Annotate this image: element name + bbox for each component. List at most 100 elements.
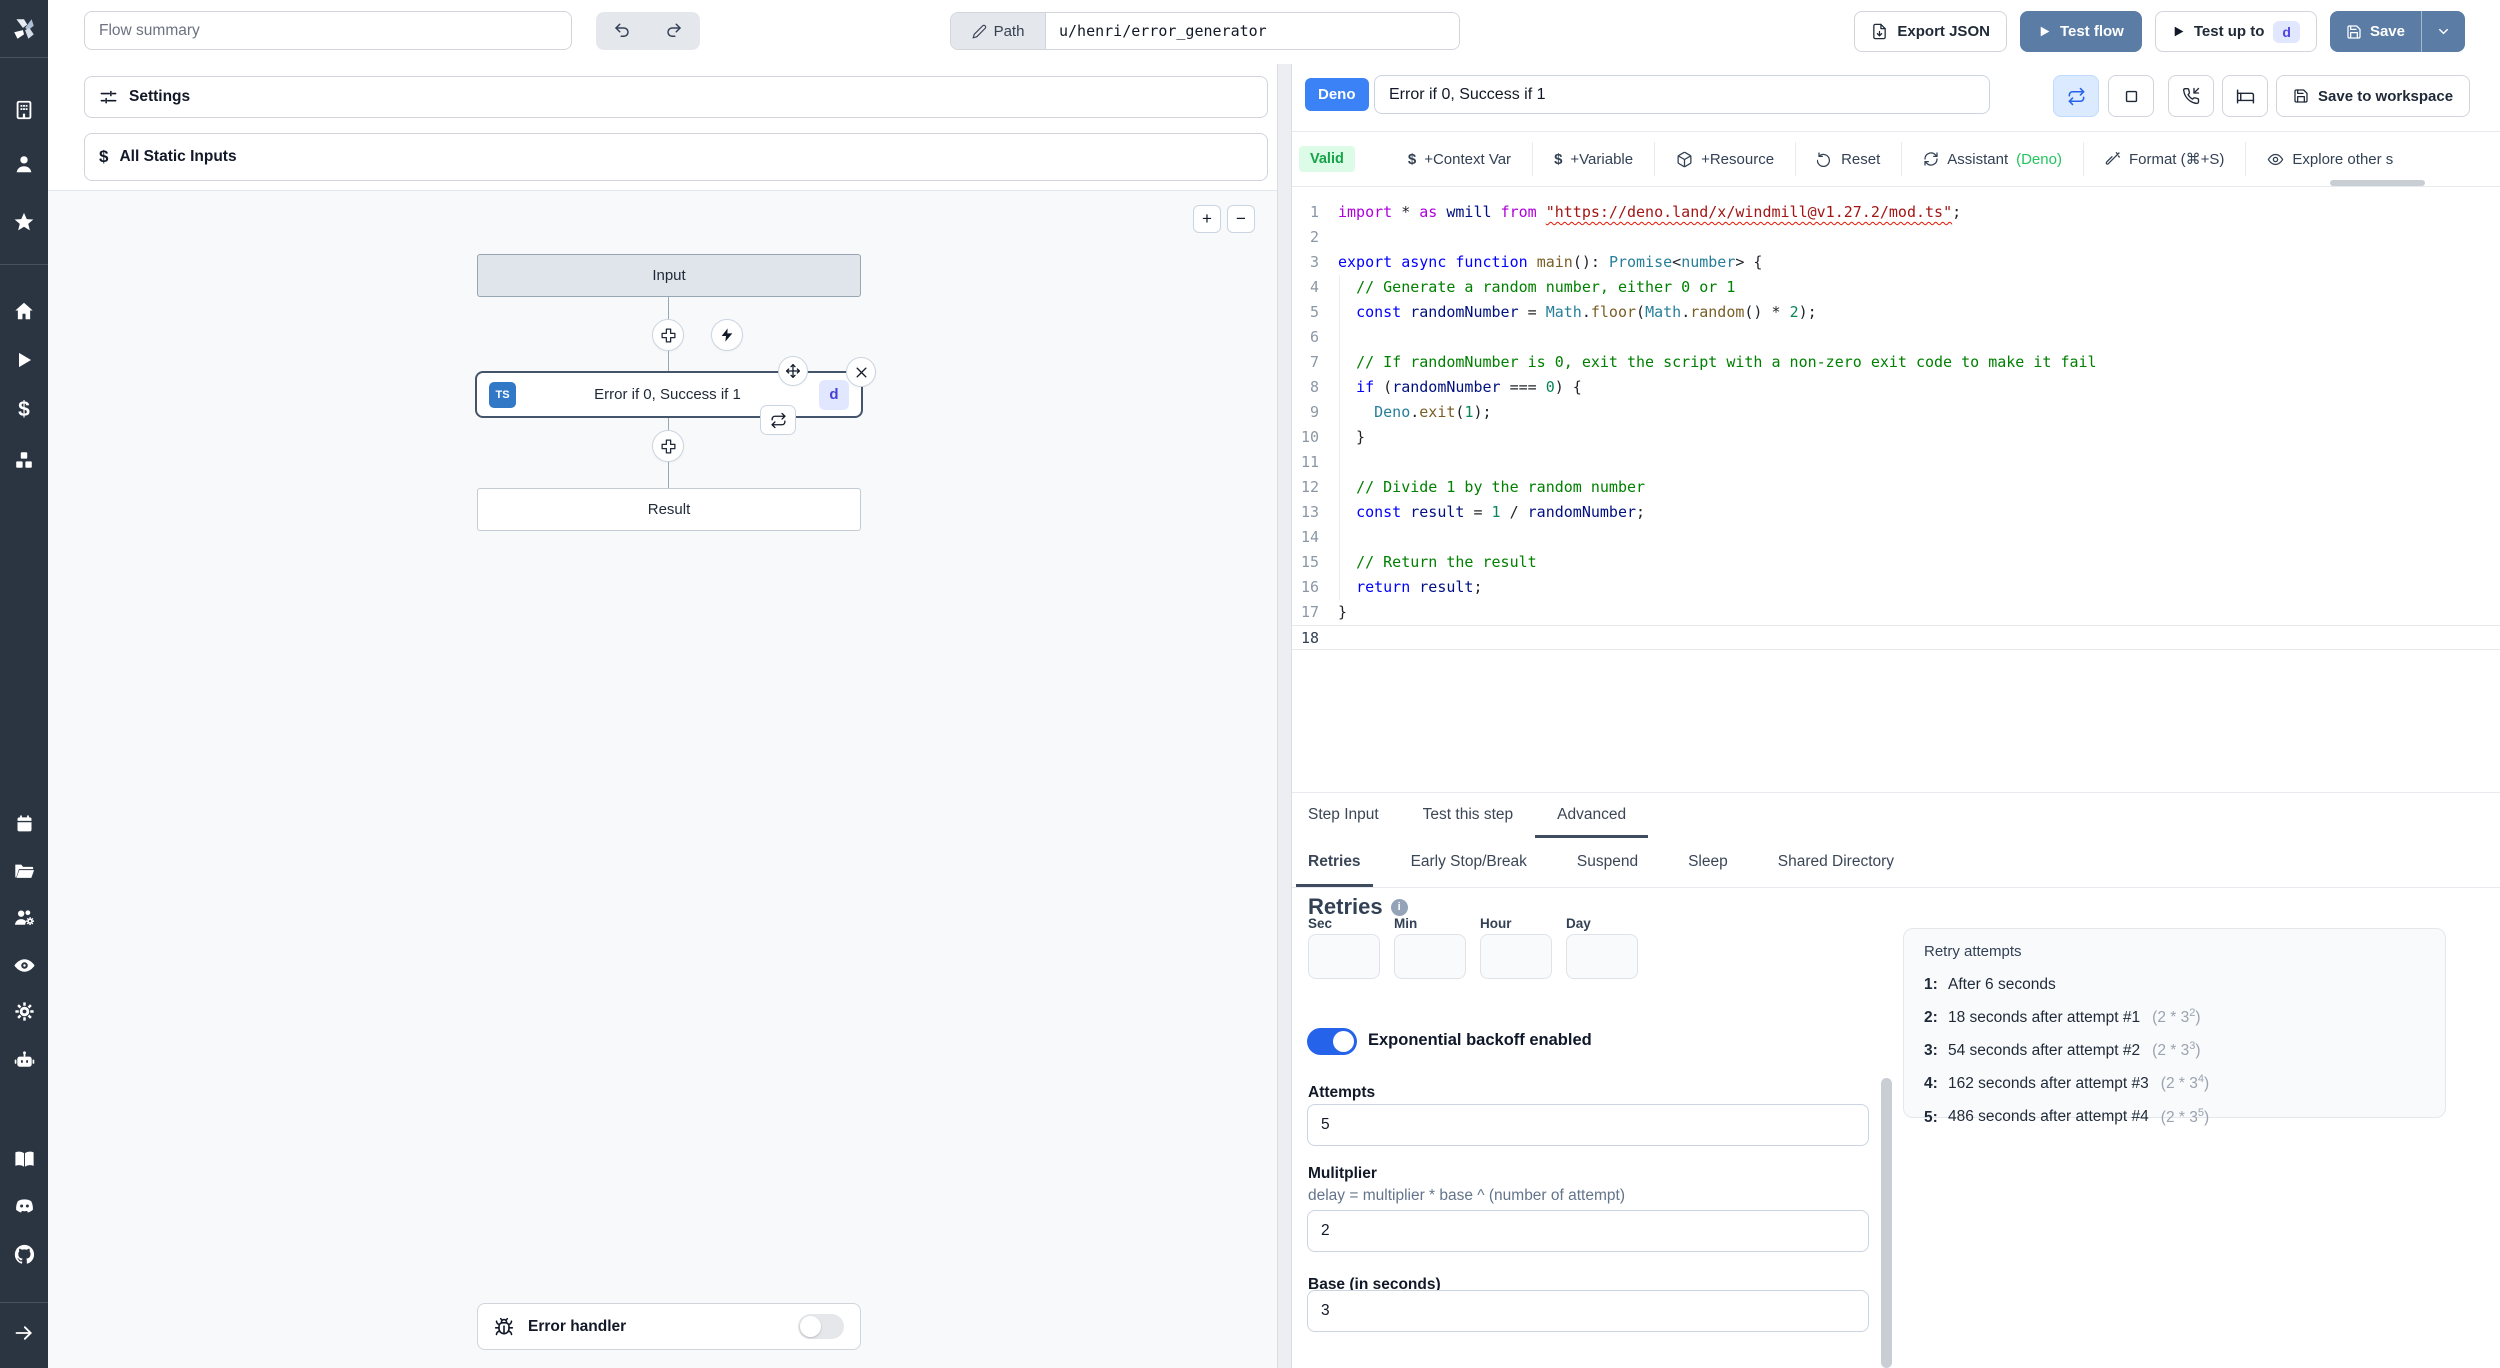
dollar-icon: $: [99, 147, 109, 166]
code-line: 18: [1292, 625, 2500, 650]
path-input[interactable]: [1046, 13, 1459, 49]
assistant-button[interactable]: Assistant (Deno): [1901, 142, 2083, 176]
schedules-calendar-icon[interactable]: [8, 807, 40, 839]
subtab-early-stop[interactable]: Early Stop/Break: [1410, 853, 1527, 870]
settings-gear-icon[interactable]: [8, 995, 40, 1027]
add-step-button[interactable]: [652, 430, 684, 462]
openai-robot-icon[interactable]: [8, 1044, 40, 1076]
workspace-building-icon[interactable]: [8, 94, 40, 126]
add-step-button[interactable]: [652, 319, 684, 351]
variables-dollar-icon[interactable]: $: [18, 398, 30, 421]
explore-scripts-label: Explore other s: [2292, 150, 2394, 168]
add-variable-button[interactable]: $ +Variable: [1532, 142, 1654, 176]
delete-step-button[interactable]: [846, 357, 876, 387]
runs-play-icon[interactable]: [8, 344, 40, 376]
redo-button[interactable]: [648, 12, 700, 50]
paintbrush-icon: [2105, 152, 2120, 165]
flow-canvas[interactable]: + − Input TS Error if 0, Success if 1 d: [48, 190, 1277, 1368]
format-button[interactable]: Format (⌘+S): [2082, 142, 2245, 176]
add-context-var-button[interactable]: $ +Context Var: [1387, 142, 1532, 176]
save-button[interactable]: Save: [2330, 11, 2421, 52]
step-title-input[interactable]: [1374, 75, 1990, 114]
discord-icon[interactable]: [8, 1190, 40, 1222]
save-icon: [2294, 89, 2308, 103]
tab-step-input[interactable]: Step Input: [1308, 806, 1379, 823]
suspend-toggle-button[interactable]: [2168, 75, 2214, 117]
error-handler-label: Error handler: [528, 1317, 627, 1335]
folders-icon[interactable]: [8, 855, 40, 887]
deno-language-badge: Deno: [1305, 78, 1369, 111]
attempts-input[interactable]: [1307, 1104, 1869, 1146]
error-handler-toggle[interactable]: [798, 1314, 844, 1339]
add-context-var-label: +Context Var: [1424, 150, 1512, 168]
multiplier-input[interactable]: [1307, 1210, 1869, 1252]
package-icon: [1677, 151, 1692, 167]
add-resource-button[interactable]: +Resource: [1654, 142, 1795, 176]
error-handler-node[interactable]: Error handler: [477, 1303, 861, 1350]
flow-summary-input[interactable]: [84, 11, 572, 50]
all-static-inputs-bar[interactable]: $ All Static Inputs: [84, 133, 1268, 181]
move-step-button[interactable]: [778, 356, 808, 386]
save-label: Save: [2369, 23, 2405, 40]
workers-users-gear-icon[interactable]: [8, 901, 40, 933]
zoom-out-button[interactable]: −: [1227, 205, 1255, 233]
favorites-star-icon[interactable]: [8, 206, 40, 238]
explore-scripts-button[interactable]: Explore other s: [2245, 142, 2414, 176]
panel-resize-handle[interactable]: [1277, 64, 1292, 1368]
export-json-button[interactable]: Export JSON: [1854, 11, 2007, 52]
retries-indicator-button[interactable]: [760, 405, 796, 435]
code-line: 8 if (randomNumber === 0) {: [1309, 378, 1582, 396]
retries-toggle-button[interactable]: [2053, 75, 2099, 117]
github-icon[interactable]: [8, 1238, 40, 1270]
step-node-title: Error if 0, Success if 1: [594, 386, 741, 403]
sec-input[interactable]: [1308, 934, 1380, 979]
retries-heading: Retries i: [1308, 894, 1408, 920]
topbar-actions: Export JSON Test flow Test up to d Save: [1854, 11, 2465, 52]
zoom-in-button[interactable]: +: [1193, 205, 1221, 233]
base-input[interactable]: [1307, 1290, 1869, 1332]
flow-node-result[interactable]: Result: [477, 488, 861, 531]
windmill-logo-icon[interactable]: [8, 13, 40, 45]
add-trigger-button[interactable]: [711, 319, 743, 351]
retry-attempt-item: 4:162 seconds after attempt #3(2 * 34): [1924, 1073, 2210, 1093]
content-vscrollbar[interactable]: [1881, 1078, 1892, 1368]
user-icon[interactable]: [8, 148, 40, 180]
hour-input[interactable]: [1480, 934, 1552, 979]
code-line: 15 // Return the result: [1300, 553, 1537, 571]
save-to-workspace-button[interactable]: Save to workspace: [2276, 75, 2471, 117]
tab-test-this-step[interactable]: Test this step: [1422, 806, 1514, 823]
reset-button[interactable]: Reset: [1795, 142, 1901, 176]
audit-eye-icon[interactable]: [8, 949, 40, 981]
flow-node-input[interactable]: Input: [477, 254, 861, 297]
day-input[interactable]: [1566, 934, 1638, 979]
subtab-shared-directory[interactable]: Shared Directory: [1777, 853, 1895, 870]
lightning-icon: [721, 328, 733, 342]
flow-node-step-selected[interactable]: TS Error if 0, Success if 1 d: [475, 371, 863, 418]
undo-button[interactable]: [596, 12, 648, 50]
repeat-icon: [2068, 87, 2084, 105]
docs-book-icon[interactable]: [8, 1143, 40, 1175]
min-input[interactable]: [1394, 934, 1466, 979]
info-icon[interactable]: i: [1390, 898, 1408, 916]
toolbar-hscrollbar[interactable]: [2330, 180, 2425, 186]
exponential-backoff-toggle[interactable]: [1307, 1028, 1357, 1055]
resources-boxes-icon[interactable]: [8, 444, 40, 476]
multiplier-help-text: delay = multiplier * base ^ (number of a…: [1308, 1187, 1625, 1204]
test-flow-button[interactable]: Test flow: [2019, 11, 2142, 52]
sleep-toggle-button[interactable]: [2222, 75, 2268, 117]
attempts-label: Attempts: [1308, 1084, 1376, 1101]
indent-guide: [1339, 275, 1340, 600]
test-up-to-button[interactable]: Test up to d: [2154, 11, 2317, 52]
subtab-suspend[interactable]: Suspend: [1576, 853, 1639, 870]
early-stop-toggle-button[interactable]: [2108, 75, 2154, 117]
tab-advanced[interactable]: Advanced: [1535, 793, 1649, 838]
subtab-retries[interactable]: Retries: [1296, 838, 1373, 887]
home-icon[interactable]: [8, 295, 40, 327]
exponential-backoff-label: Exponential backoff enabled: [1368, 1031, 1592, 1049]
subtab-sleep[interactable]: Sleep: [1688, 853, 1728, 870]
expand-arrow-icon[interactable]: [8, 1317, 40, 1349]
save-dropdown-button[interactable]: [2421, 11, 2465, 52]
flow-settings-bar[interactable]: Settings: [84, 76, 1268, 118]
